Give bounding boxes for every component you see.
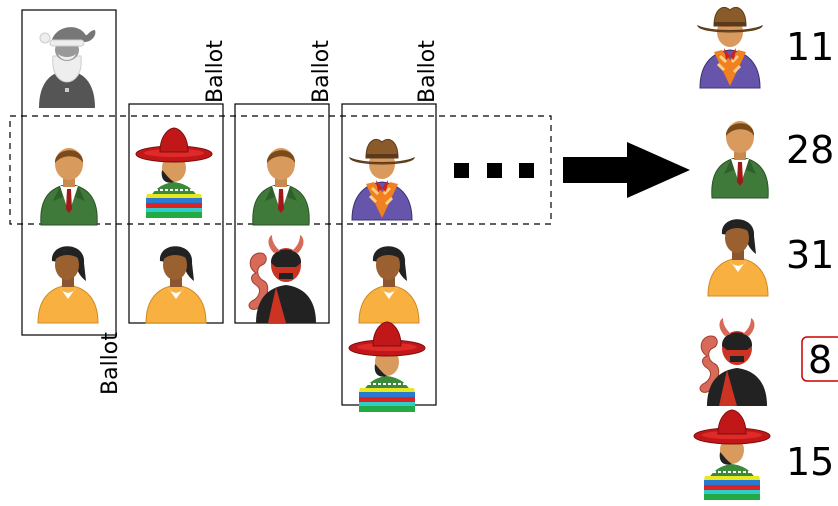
devil-count-highlight — [801, 336, 838, 382]
ballot-label-1: Ballot — [98, 332, 123, 395]
woman-candidate-icon — [145, 245, 207, 324]
woman-count: 31 — [786, 233, 834, 277]
woman-candidate-icon — [358, 245, 420, 324]
woman-candidate-icon — [37, 245, 99, 324]
cowboy-tally-icon — [696, 5, 764, 90]
devil-tally-icon — [699, 317, 768, 407]
right-arrow-icon — [563, 142, 690, 198]
ballot-label-2: Ballot — [203, 40, 228, 103]
ballot-label-4: Ballot — [415, 40, 440, 103]
cowboy-count: 11 — [786, 25, 834, 69]
first-choice-selection — [9, 115, 552, 225]
sombrero-candidate-icon — [348, 321, 426, 413]
ellipsis-more-ballots — [454, 163, 534, 178]
ballot-box-1 — [21, 9, 117, 336]
devil-count: 8 — [808, 338, 832, 382]
santa-icon — [38, 26, 96, 109]
woman-tally-icon — [707, 218, 769, 297]
suit-count: 28 — [786, 128, 834, 172]
devil-candidate-icon — [248, 234, 317, 324]
sombrero-tally-icon — [693, 409, 771, 501]
suit-tally-icon — [711, 120, 769, 199]
suit-candidate-icon — [252, 147, 310, 226]
ballot-label-3: Ballot — [309, 40, 334, 103]
suit-candidate-icon — [40, 147, 98, 226]
sombrero-count: 15 — [786, 440, 834, 484]
sombrero-candidate-icon — [135, 127, 213, 219]
cowboy-candidate-icon — [348, 137, 416, 222]
